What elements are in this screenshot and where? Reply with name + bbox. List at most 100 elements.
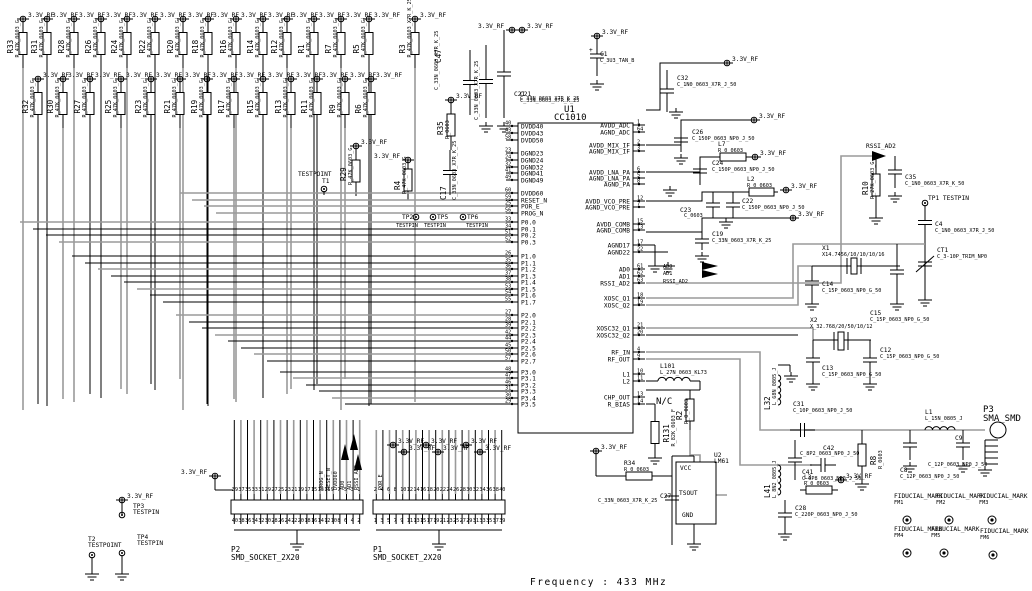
junction-dot [510,300,514,304]
junction-dot [637,372,641,376]
power-net-label: 3.3V_RF [319,12,345,19]
power-net-label: 3.3V_RF [126,72,152,79]
pin-number: 27 [460,518,466,524]
ground-icon [497,122,511,133]
part-value: C_3-10P_TRIM_NP0 [937,254,987,260]
pin-name: P2.4 [521,339,536,346]
junction-dot [637,130,641,134]
wire [646,62,727,111]
power-symbol-icon [308,15,320,23]
part-value: C_1N0_0603_X7R_J_50 [935,228,994,234]
resistor-icon [403,168,413,192]
ref-designator: R22 [138,40,147,54]
junction-dot [637,303,641,307]
power-net-label: 3.3V_RF [431,438,457,445]
testpin-dot [121,552,123,554]
pin-number: 37 [505,271,511,277]
power-net-label: 3.3V_RF [478,23,504,30]
pin-number: 41 [505,168,511,174]
connector-net-label: PROG_N [319,471,325,490]
pin-name: P1.2 [521,267,536,274]
ref-designator: L1 [925,409,933,416]
part-value: C_15P_0603_NP0_G_50 [822,288,881,294]
pin-number: 33 [252,487,258,493]
testpin-ref: TP3 [133,503,144,510]
pin-number: 58 [505,135,511,141]
junction-dot [510,370,514,374]
ground-icon [855,480,869,491]
pin-name: R_BIAS [608,402,631,409]
part-value: R_47K_0603_G [309,80,315,117]
ref-designator: L101 [660,363,675,370]
pin-number: 9 [637,354,640,360]
net-label: AD1 [663,271,672,277]
connector-net-label: POR_E [378,474,384,490]
power-net-label: 3.3V_RF [28,12,54,19]
connector-net-label: RSSI_AD2 [354,465,360,490]
testpin-dot [323,188,325,190]
power-symbol-icon [32,75,44,83]
power-symbol-icon [409,15,421,23]
pullup-resistor-icon [312,92,322,115]
pin-name: RF_IN [611,350,630,357]
part-value: R_47K_0603_G [348,148,354,185]
power-net-label: 3.3V_RF [409,445,435,452]
pin-number: 18 [304,518,310,524]
ref-designator: R24 [110,39,119,53]
ref-designator: R32 [21,100,30,114]
testpin-circle [118,549,126,557]
ground-icon [863,380,877,391]
part-value: R_47K_0603_G [283,80,289,117]
ground-icon [85,570,99,581]
part-value: SMA_SMD [983,414,1021,424]
ref-designator: CT1 [937,247,948,254]
pin-number: 6 [637,167,640,173]
pin-number: 26 [453,487,459,493]
pin-number: 32 [473,487,479,493]
pullup-resistor-icon [122,32,132,55]
wire [646,217,793,233]
pullup-resistor-icon [116,92,126,115]
testpin-icon [320,185,328,193]
ref-designator: C4 [935,221,943,228]
pin-number: 5 [637,173,640,179]
part-value: R_47K_0603_G [279,20,285,57]
junction-dot [637,402,641,406]
ref-designator: R18 [191,39,200,53]
pin-number: 4 [637,347,640,353]
pin-name: P2.1 [521,320,536,327]
pin-number: 34 [252,518,258,524]
power-net-label: 3.3V_RF [160,12,186,19]
fiducial-ring [944,515,954,525]
resistor-icon [685,398,695,422]
pin-name: L1 [623,372,631,379]
ref-designator: L2 [747,176,755,183]
fiducial-dot [947,518,951,522]
part-value: C_220P_0603_NP0_J_50 [795,512,857,518]
pin-number: 43 [505,128,511,134]
net-flag-arrow-icon [341,444,349,460]
ref-designator: C32 [677,75,688,82]
resistor-icon [650,421,660,444]
ref-designator: R15 [246,100,255,114]
pin-number: 22 [291,518,297,524]
junction-dot [637,143,641,147]
ref-designator: R11 [300,99,309,113]
power-symbol-icon [209,472,221,480]
part-value: C_33N_0603_X7R_K_25 [520,98,579,104]
testpin-icon [118,549,126,557]
pin-number: 25 [453,518,459,524]
pin-number: 21 [440,518,446,524]
junction-dot [637,199,641,203]
power-symbol-icon [95,15,107,23]
power-symbol-icon [474,448,486,456]
part-value: R_47K_0603_G [255,20,261,57]
junction-dot [510,287,514,291]
pin-name: AGND_MIX_IF [589,149,630,156]
pin-number: 59 [505,195,511,201]
part-value: R_47K_0603_G [175,20,181,57]
pin-number: 31 [505,386,511,392]
part-value: R_47K_0603_G [15,20,21,57]
part-value: R_0_0603 [804,481,829,487]
